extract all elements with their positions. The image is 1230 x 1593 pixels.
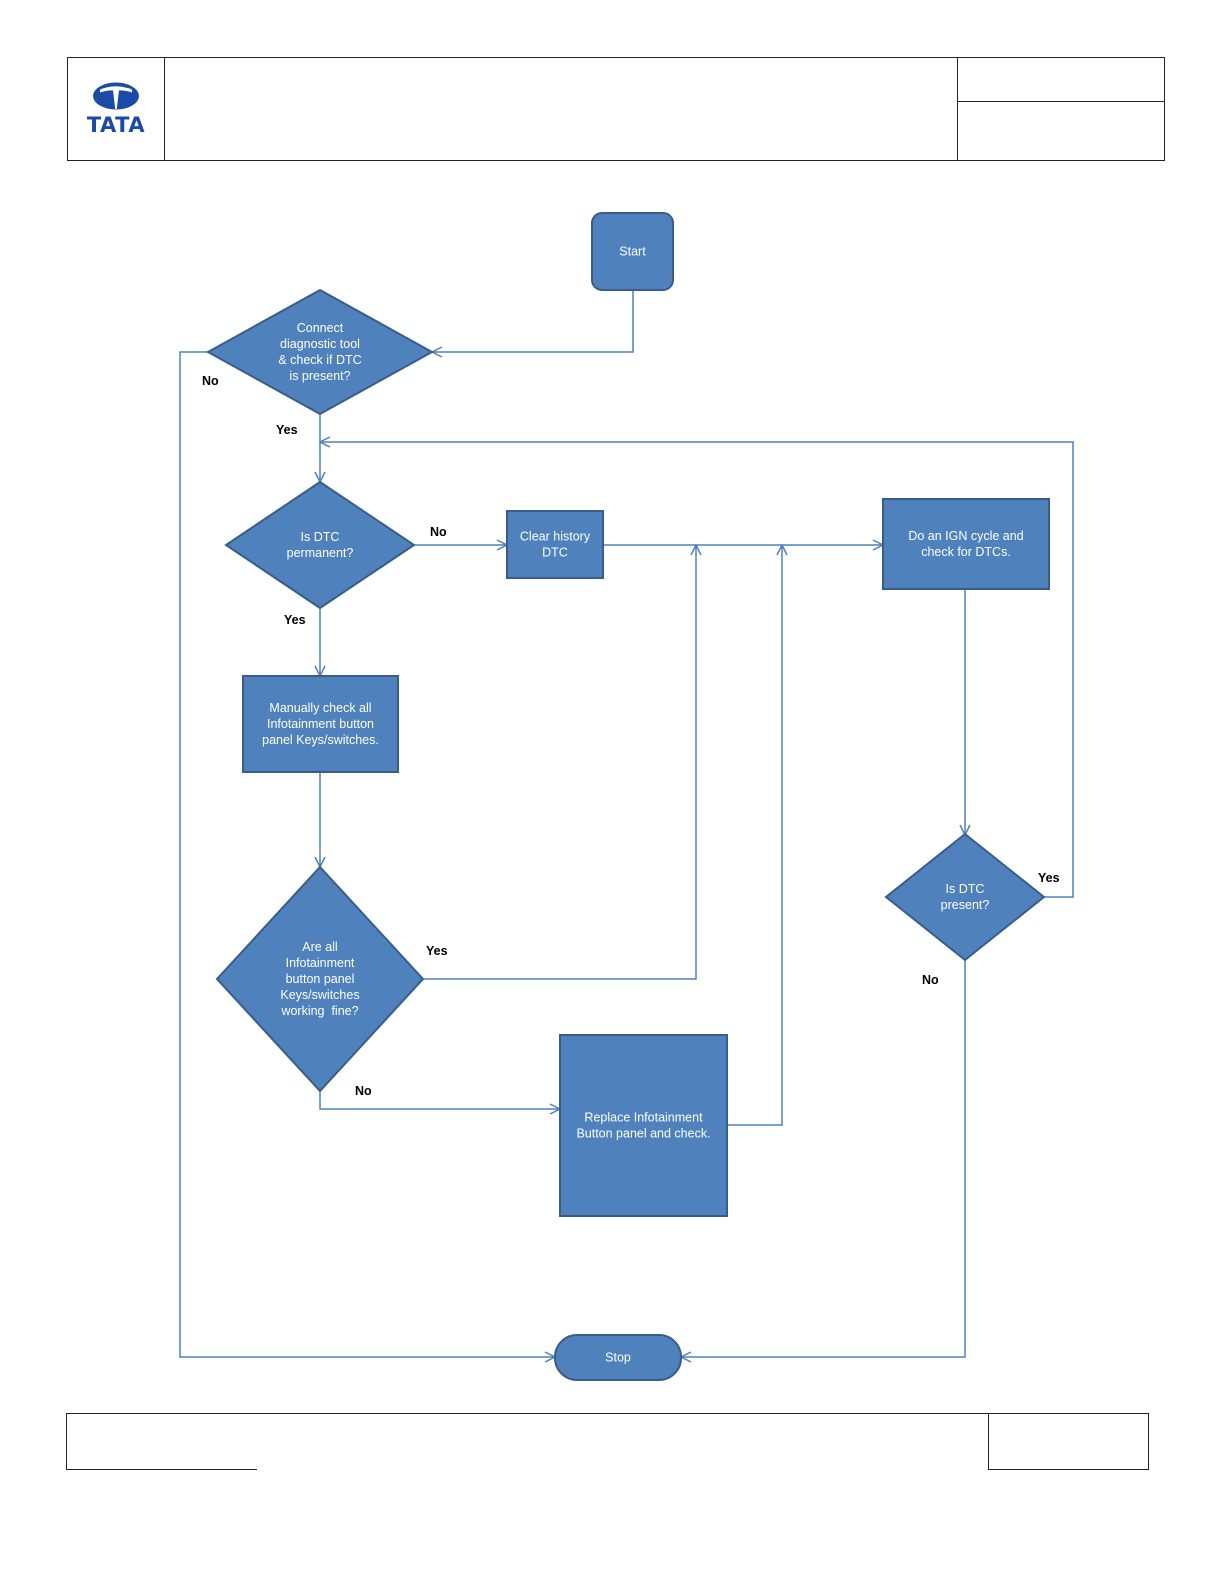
node-working-text: Infotainment: [286, 956, 355, 970]
node-permanent-text: Is DTC: [301, 530, 340, 544]
edge-replace-to-ign-path: [727, 545, 782, 1126]
node-start: Start: [591, 212, 674, 291]
node-ign: Do an IGN cycle and check for DTCs.: [882, 498, 1050, 590]
node-connect-text: diagnostic tool: [280, 337, 360, 351]
logo-cell: TATA: [67, 57, 165, 161]
node-connect-shape: [205, 288, 435, 416]
node-manual-text: panel Keys/switches.: [262, 733, 379, 747]
node-stop-text: Stop: [605, 1351, 631, 1365]
node-present-text: present?: [941, 898, 990, 912]
node-working-text: Are all: [302, 940, 337, 954]
node-present-shape: [884, 832, 1046, 962]
node-connect-text: Connect: [297, 321, 344, 335]
node-working-shape: [215, 865, 425, 1093]
tata-emblem-icon: [93, 82, 139, 110]
node-stop-shape: [554, 1334, 682, 1381]
node-working-text: button panel: [286, 972, 355, 986]
edge-working-yes-to-ign-path: [423, 545, 696, 980]
edge-working-no-to-replace: [319, 1091, 560, 1109]
node-stop: Stop: [554, 1334, 682, 1381]
edge-label-connect-yes: Yes: [276, 423, 298, 437]
edge-present-no-to-stop: [681, 960, 966, 1357]
edge-label-working-yes: Yes: [426, 944, 448, 958]
footer-center-cell: [257, 1413, 989, 1470]
edge-label-permanent-yes: Yes: [284, 613, 306, 627]
node-clear-text: Clear history: [520, 530, 591, 544]
node-present: Is DTC present?: [884, 832, 1046, 962]
edge-start-to-connect: [432, 290, 634, 352]
edge-label-connect-no: No: [202, 374, 219, 388]
footer-left-cell: [66, 1413, 258, 1470]
logo-text: TATA: [86, 113, 146, 137]
node-permanent-text: permanent?: [287, 546, 354, 560]
node-start-text: Start: [619, 245, 646, 259]
header-revision-cell: [957, 101, 1165, 161]
node-clear-shape: [506, 510, 604, 579]
node-manual-text: Manually check all: [269, 701, 371, 715]
node-start-shape: [591, 212, 674, 291]
edge-label-present-no: No: [922, 973, 939, 987]
node-ign-text: Do an IGN cycle and: [908, 529, 1023, 543]
node-ign-text: check for DTCs.: [921, 545, 1011, 559]
node-replace-shape: [559, 1034, 728, 1217]
header-title-cell: [164, 57, 958, 161]
edge-label-working-no: No: [355, 1084, 372, 1098]
node-manual-text: Infotainment button: [267, 717, 374, 731]
edge-present-yes-loop: [320, 442, 1074, 898]
node-working-text: Keys/switches: [280, 988, 359, 1002]
node-ign-shape: [882, 498, 1050, 590]
node-permanent: Is DTC permanent?: [224, 480, 416, 610]
node-permanent-shape: [224, 480, 416, 610]
node-replace-text: Button panel and check.: [576, 1127, 710, 1141]
node-clear-text: DTC: [542, 546, 568, 560]
node-connect-text: & check if DTC: [278, 353, 361, 367]
node-replace-text: Replace Infotainment: [584, 1111, 703, 1125]
node-present-text: Is DTC: [946, 882, 985, 896]
node-working-text: working fine?: [280, 1004, 358, 1018]
footer-right-cell: [988, 1413, 1149, 1470]
edge-label-present-yes: Yes: [1038, 871, 1060, 885]
edge-label-permanent-no: No: [430, 525, 447, 539]
node-connect-text: is present?: [289, 369, 350, 383]
node-connect: Connect diagnostic tool & check if DTC is p…: [205, 288, 435, 416]
node-manual-shape: [242, 675, 399, 773]
edge-connect-no-to-stop: [179, 351, 555, 1357]
